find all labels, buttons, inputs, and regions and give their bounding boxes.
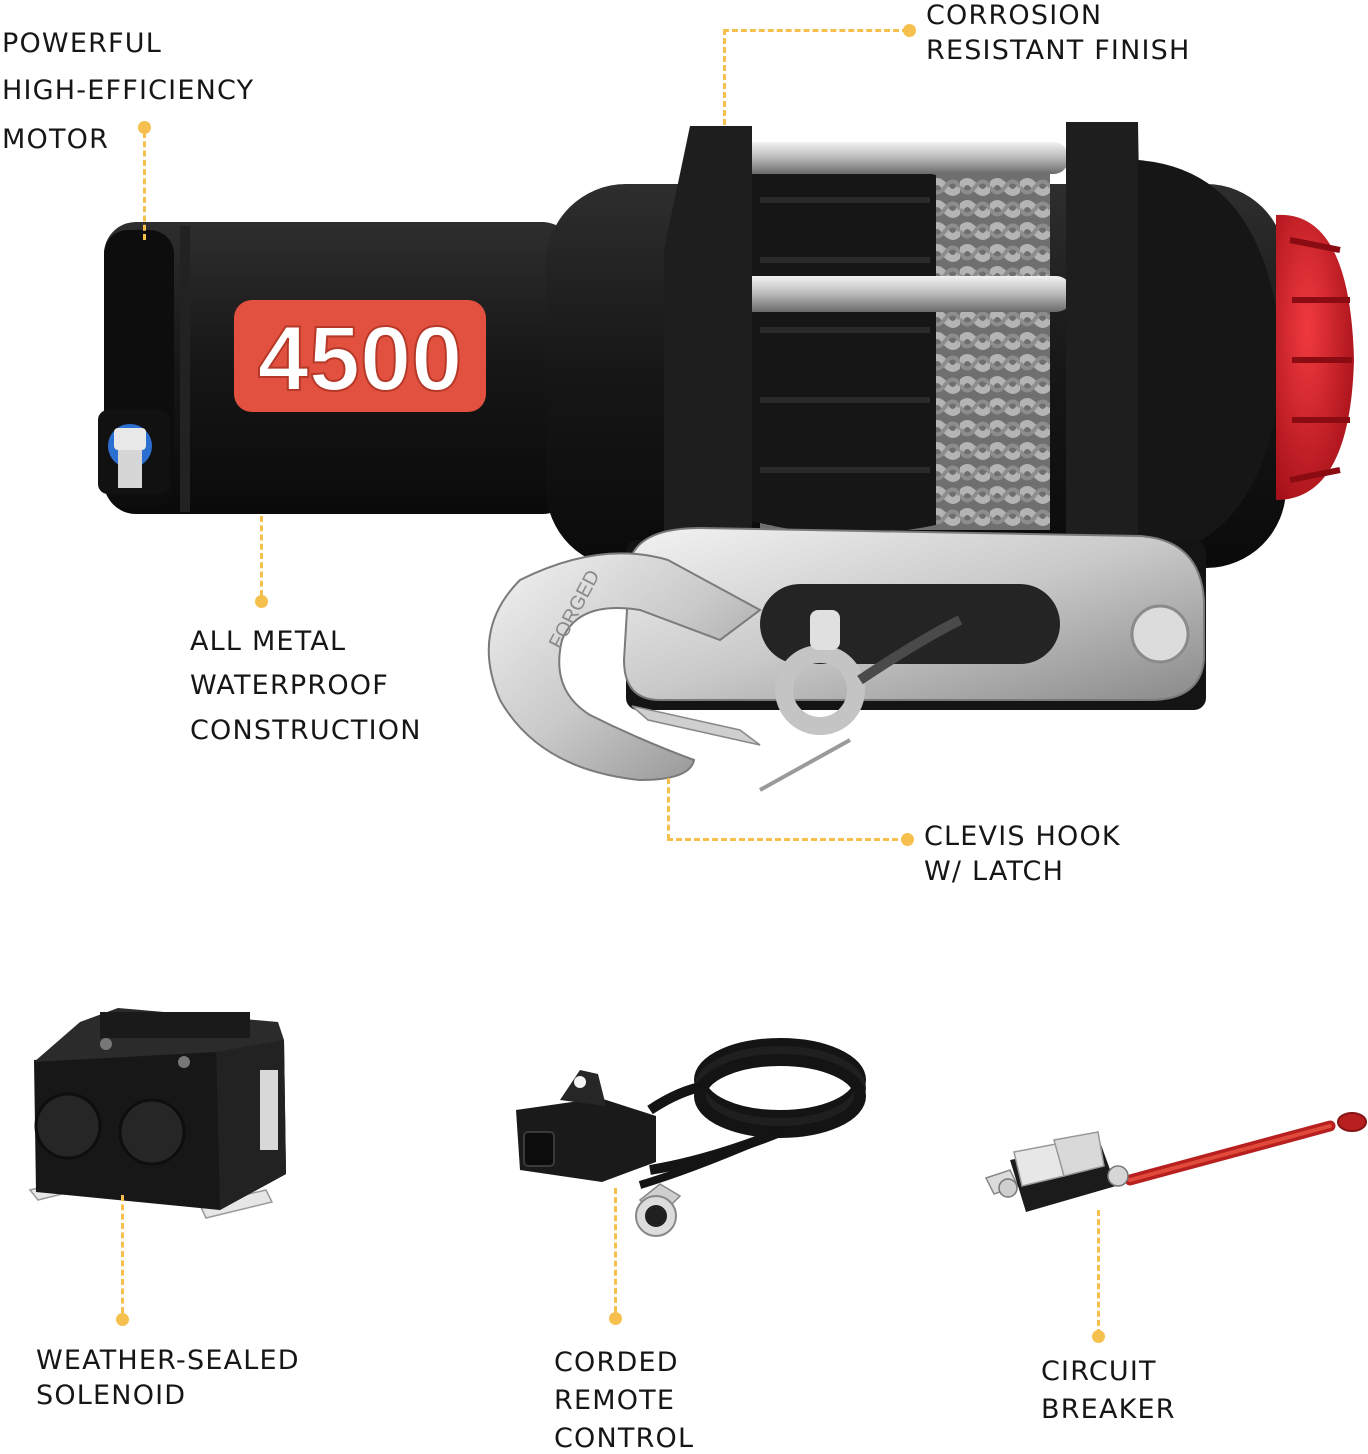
hook-leader-line-h xyxy=(667,838,907,841)
breaker-leader-line xyxy=(1097,1210,1100,1335)
finish-leader-line-v xyxy=(723,29,726,125)
remote-label: CORDED REMOTE CONTROL xyxy=(554,1347,695,1454)
capacity-badge-text: 4500 xyxy=(258,308,463,410)
remote-leader-line xyxy=(614,1188,617,1312)
motor-leader-line xyxy=(143,132,146,240)
finish-label: CORROSION RESISTANT FINISH xyxy=(926,0,1191,66)
finish-leader-dot xyxy=(903,24,916,37)
hook-leader-dot xyxy=(901,833,914,846)
solenoid-leader-line xyxy=(121,1195,124,1313)
winch-image: 4500 FORGED xyxy=(98,122,1354,792)
remote-leader-dot xyxy=(609,1312,622,1325)
remote-image xyxy=(516,1038,866,1237)
hook-leader-line-v xyxy=(667,778,670,840)
solenoid-label: WEATHER-SEALED SOLENOID xyxy=(36,1345,300,1411)
circuit-breaker-image xyxy=(984,1112,1367,1212)
construction-leader-dot xyxy=(255,595,268,608)
breaker-label: CIRCUIT BREAKER xyxy=(1041,1356,1176,1425)
solenoid-leader-dot xyxy=(116,1313,129,1326)
motor-label: POWERFUL HIGH-EFFICIENCY MOTOR xyxy=(2,28,255,155)
construction-leader-line xyxy=(260,516,263,596)
solenoid-image xyxy=(28,1008,286,1219)
finish-leader-line-h xyxy=(723,29,908,32)
motor-leader-dot xyxy=(138,121,151,134)
breaker-leader-dot xyxy=(1092,1330,1105,1343)
hook-label: CLEVIS HOOK W/ LATCH xyxy=(924,821,1121,887)
construction-label: ALL METAL WATERPROOF CONSTRUCTION xyxy=(190,626,422,746)
